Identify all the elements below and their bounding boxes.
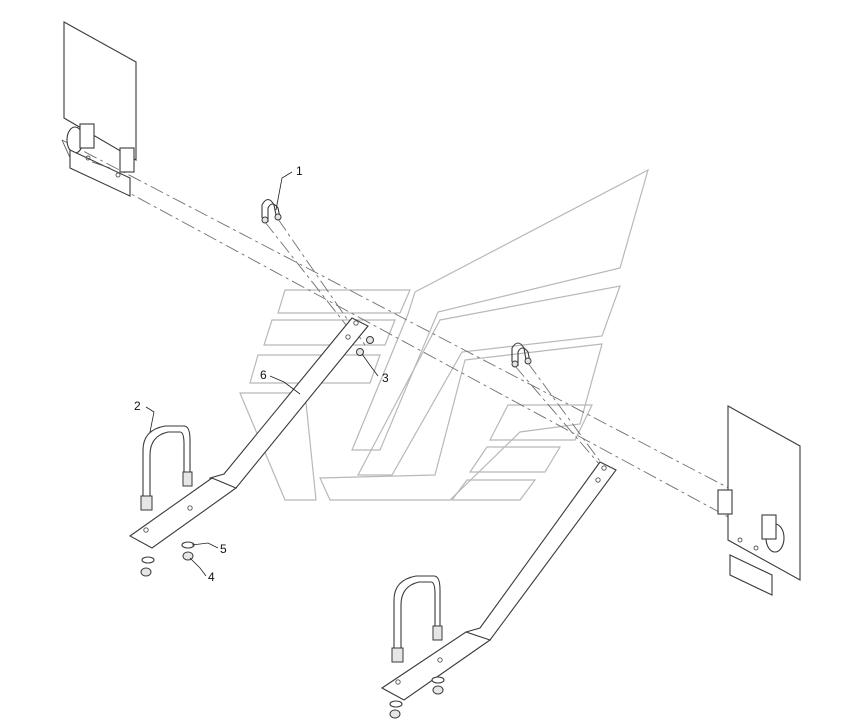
callout-leaders	[145, 171, 379, 577]
support-arm-left	[128, 317, 369, 549]
main-axle-tube	[61, 139, 791, 546]
support-arm-right	[380, 461, 617, 701]
watermark-logo	[239, 168, 649, 501]
nut-part-3	[356, 336, 374, 356]
callout-6: 6	[260, 368, 267, 382]
callout-5: 5	[220, 542, 227, 556]
callout-1: 1	[296, 164, 303, 178]
callout-labels: 1 2 3 4 5 6	[134, 164, 389, 584]
u-bolt-upper-left	[261, 198, 282, 224]
right-mud-flap	[717, 405, 801, 596]
left-mud-flap	[63, 21, 137, 197]
assembly-lines	[264, 218, 611, 476]
callout-3: 3	[382, 371, 389, 385]
callout-2: 2	[134, 399, 141, 413]
washer-nut-right	[389, 676, 445, 719]
u-bolt-lower-right	[391, 575, 443, 663]
callout-4: 4	[208, 570, 215, 584]
washer-nut-left	[140, 541, 195, 577]
u-bolt-upper-right	[511, 342, 532, 368]
u-bolt-lower-left	[140, 425, 193, 511]
